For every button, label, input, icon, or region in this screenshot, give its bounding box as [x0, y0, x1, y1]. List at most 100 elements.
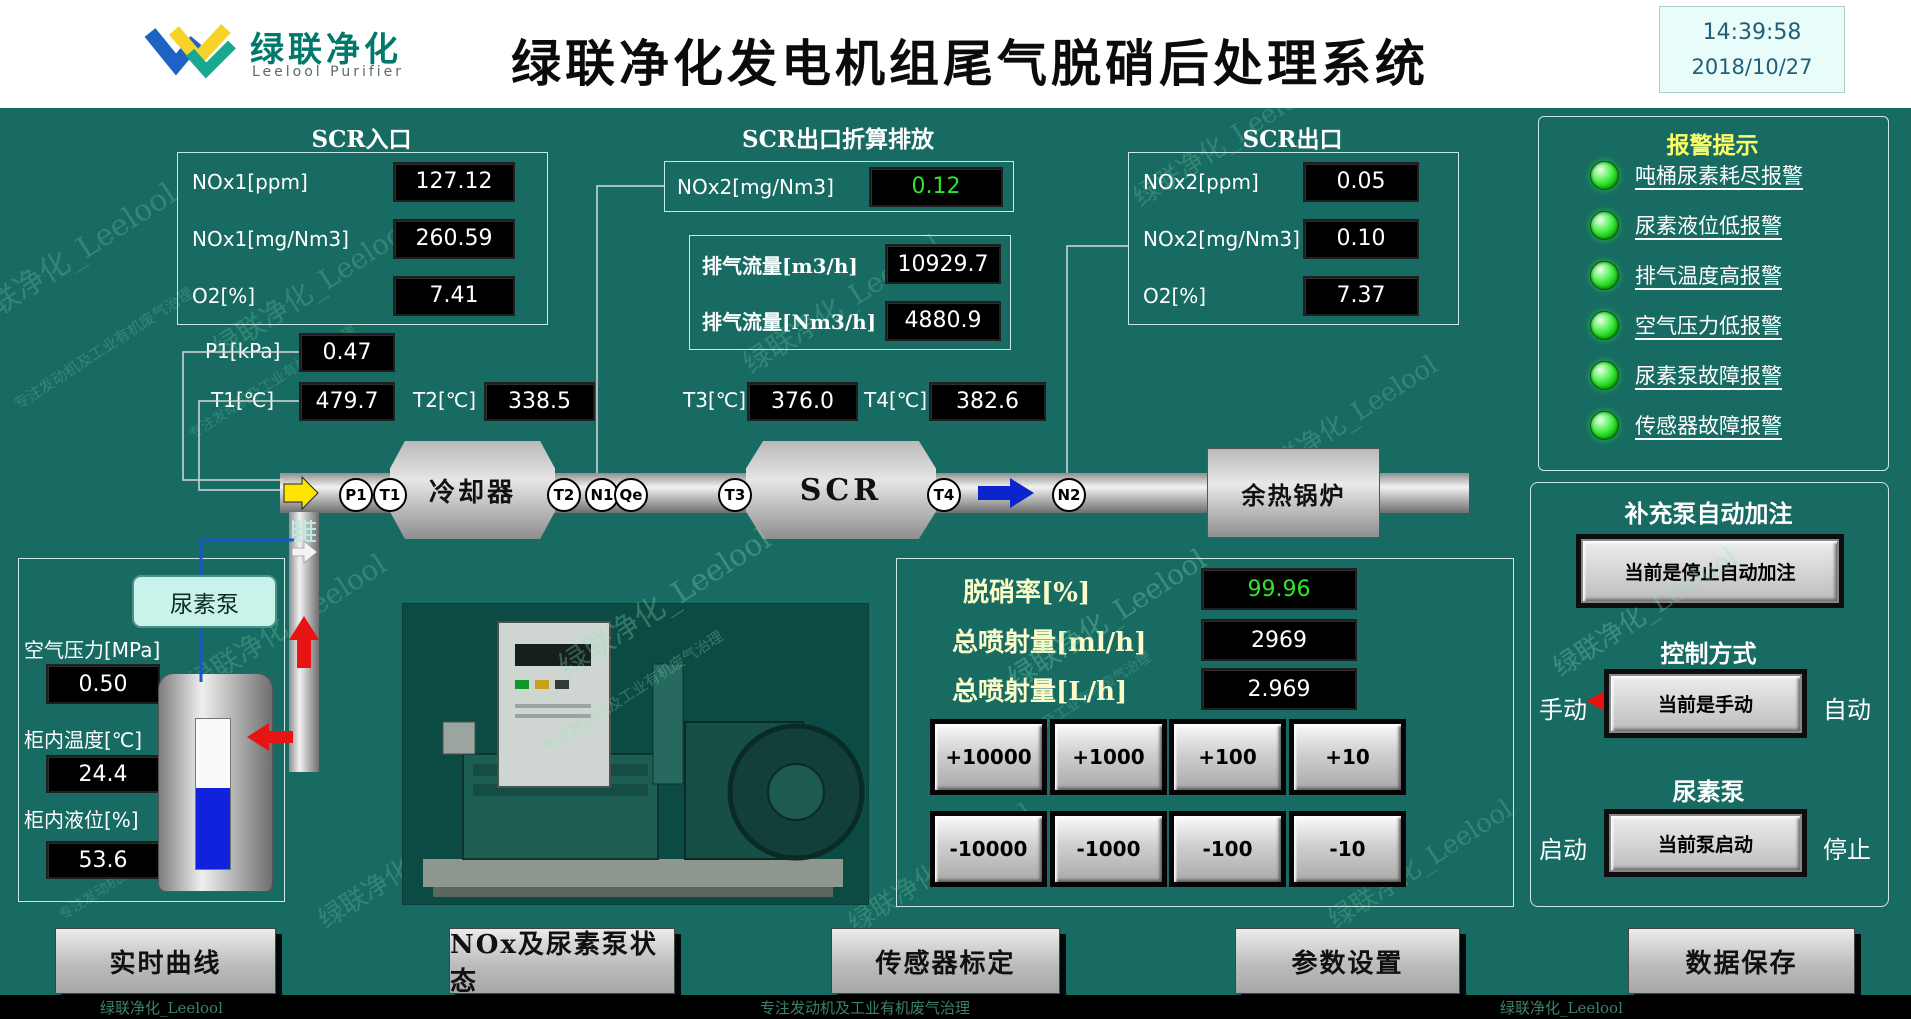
flow-nm3h-value: 4880.9 — [885, 300, 1001, 341]
scr-inlet-title: SCR入口 — [311, 126, 412, 153]
leelool-logo-icon — [144, 24, 236, 79]
cabinet-temp-value: 24.4 — [46, 755, 160, 793]
node-t3: T3 — [718, 478, 752, 512]
nav-realtime-curve-button[interactable]: 实时曲线 — [55, 928, 276, 994]
o2-inlet-label: O2[%] — [192, 283, 256, 308]
flow-m3h-value: 10929.7 — [885, 244, 1001, 285]
nox2-conv-value: 0.12 — [869, 166, 1003, 207]
manual-mode-label: 手动 — [1539, 696, 1587, 724]
dec-10-button[interactable]: -10 — [1289, 811, 1406, 887]
scr-inlet-panel: NOx1[ppm] 127.12 NOx1[mg/Nm3] 260.59 O2[… — [177, 152, 548, 325]
nox1-mg-label: NOx1[mg/Nm3] — [192, 226, 349, 251]
nav-data-save-button[interactable]: 数据保存 — [1628, 928, 1855, 994]
flow-nm3h-label: 排气流量[Nm3/h] — [702, 310, 877, 335]
page-title: 绿联净化发电机组尾气脱硝后处理系统 — [511, 34, 1429, 93]
denox-rate-value: 99.96 — [1201, 568, 1357, 610]
urea-level-gauge — [195, 718, 231, 870]
inc-100-button[interactable]: +100 — [1169, 719, 1286, 795]
scr-outlet-conv-title: SCR出口折算排放 — [741, 126, 935, 153]
cabinet-level-value: 53.6 — [46, 841, 160, 879]
o2-outlet-label: O2[%] — [1143, 283, 1207, 308]
t1-value: 479.7 — [299, 382, 395, 421]
inc-10-button[interactable]: +10 — [1289, 719, 1406, 795]
nox2-conv-label: NOx2[mg/Nm3] — [677, 174, 834, 199]
control-mode-button[interactable]: 当前是手动 — [1609, 674, 1802, 733]
t1-label: T1[℃] — [211, 388, 275, 412]
alarm-panel — [1538, 116, 1889, 471]
t4-value: 382.6 — [929, 382, 1046, 421]
node-t1: T1 — [373, 478, 407, 512]
date-display: 2018/10/27 — [1691, 55, 1813, 79]
injection-mlh-label: 总喷射量[ml/h] — [952, 628, 1147, 658]
alarm-led-icon — [1590, 260, 1619, 290]
inc-1000-button[interactable]: +1000 — [1050, 719, 1167, 795]
dec-10000-button[interactable]: -10000 — [930, 811, 1047, 887]
node-p1: P1 — [339, 478, 373, 512]
watermark: 绿联净化_Leelool — [100, 999, 223, 1017]
injector-valve-icon — [292, 520, 316, 542]
time-display: 14:39:58 — [1702, 20, 1802, 45]
nox2-mg-value: 0.10 — [1303, 218, 1419, 259]
p1-value: 0.47 — [299, 333, 395, 372]
alarm-item-urea-pump-fault[interactable]: 尿素泵故障报警 — [1538, 360, 1887, 390]
nox1-ppm-value: 127.12 — [393, 161, 515, 202]
air-pressure-label: 空气压力[MPa] — [24, 638, 161, 662]
t2-value: 338.5 — [484, 382, 595, 421]
clock-panel: 14:39:58 2018/10/27 — [1659, 6, 1845, 93]
alarm-item-urea-empty[interactable]: 吨桶尿素耗尽报警 — [1538, 160, 1887, 190]
nox1-ppm-label: NOx1[ppm] — [192, 169, 308, 194]
dec-100-button[interactable]: -100 — [1169, 811, 1286, 887]
nav-parameter-settings-button[interactable]: 参数设置 — [1235, 928, 1460, 994]
t2-label: T2[℃] — [413, 388, 477, 412]
t3-value: 376.0 — [747, 382, 858, 421]
dec-1000-button[interactable]: -1000 — [1050, 811, 1167, 887]
header-bar: 绿联净化 Leelool Purifier 绿联净化发电机组尾气脱硝后处理系统 … — [0, 0, 1911, 108]
flow-m3h-label: 排气流量[m3/h] — [702, 253, 858, 278]
scr-outlet-conv-panel: NOx2[mg/Nm3] 0.12 — [664, 161, 1014, 212]
alarm-item-exhaust-temp-high[interactable]: 排气温度高报警 — [1538, 260, 1887, 290]
exhaust-flow-panel: 排气流量[m3/h] 10929.7 排气流量[Nm3/h] 4880.9 — [689, 235, 1011, 350]
footer-bar: 绿联净化_Leelool 专注发动机及工业有机废气治理 绿联净化_Leelool — [0, 995, 1911, 1019]
alarm-led-icon — [1590, 360, 1619, 390]
injection-mlh-value: 2969 — [1201, 619, 1357, 661]
nav-sensor-calibration-button[interactable]: 传感器标定 — [831, 928, 1060, 994]
scr-outlet-title: SCR出口 — [1242, 126, 1343, 153]
o2-outlet-value: 7.37 — [1303, 275, 1419, 316]
alarm-led-icon — [1590, 160, 1619, 190]
scr-outlet-panel: NOx2[ppm] 0.05 NOx2[mg/Nm3] 0.10 O2[%] 7… — [1128, 152, 1459, 325]
nox2-ppm-label: NOx2[ppm] — [1143, 169, 1259, 194]
urea-line-pipe — [289, 512, 319, 772]
p1-label: P1[kPa] — [205, 339, 281, 363]
node-n2: N2 — [1052, 478, 1086, 512]
urea-tank-graphic — [158, 673, 273, 892]
o2-inlet-value: 7.41 — [393, 275, 515, 316]
t4-label: T4[℃] — [864, 388, 928, 412]
alarm-led-icon — [1590, 410, 1619, 440]
alarm-item-air-pressure-low[interactable]: 空气压力低报警 — [1538, 310, 1887, 340]
pump-status-button[interactable]: 当前泵启动 — [1609, 814, 1802, 872]
urea-pump-section-title: 尿素泵 — [1672, 777, 1745, 806]
cooler-unit: 冷却器 — [390, 441, 555, 539]
nox1-mg-value: 260.59 — [393, 218, 515, 259]
auto-fill-status-button[interactable]: 当前是停止自动加注 — [1581, 539, 1839, 603]
brand-name: 绿联净化 — [250, 30, 402, 70]
denox-rate-label: 脱硝率[%] — [963, 578, 1091, 608]
auto-fill-title: 补充泵自动加注 — [1624, 499, 1793, 528]
watermark: 专注发动机及工业有机废气治理 — [760, 999, 971, 1017]
nox2-mg-label: NOx2[mg/Nm3] — [1143, 226, 1300, 251]
alarm-item-sensor-fault[interactable]: 传感器故障报警 — [1538, 410, 1887, 440]
waste-heat-boiler-unit: 余热锅炉 — [1207, 448, 1380, 538]
nav-nox-pump-status-button[interactable]: NOx及尿素泵状态 — [449, 928, 675, 997]
cabinet-temp-label: 柜内温度[℃] — [24, 728, 143, 752]
pump-start-label: 启动 — [1539, 836, 1587, 864]
inc-10000-button[interactable]: +10000 — [930, 719, 1047, 795]
pump-stop-label: 停止 — [1823, 836, 1871, 864]
alarm-led-icon — [1590, 210, 1619, 240]
cabinet-level-label: 柜内液位[%] — [24, 808, 139, 832]
node-t4: T4 — [927, 478, 961, 512]
alarm-item-urea-level-low[interactable]: 尿素液位低报警 — [1538, 210, 1887, 240]
control-mode-title: 控制方式 — [1660, 639, 1757, 668]
urea-pump-button[interactable]: 尿素泵 — [132, 575, 277, 628]
nox2-ppm-value: 0.05 — [1303, 161, 1419, 202]
